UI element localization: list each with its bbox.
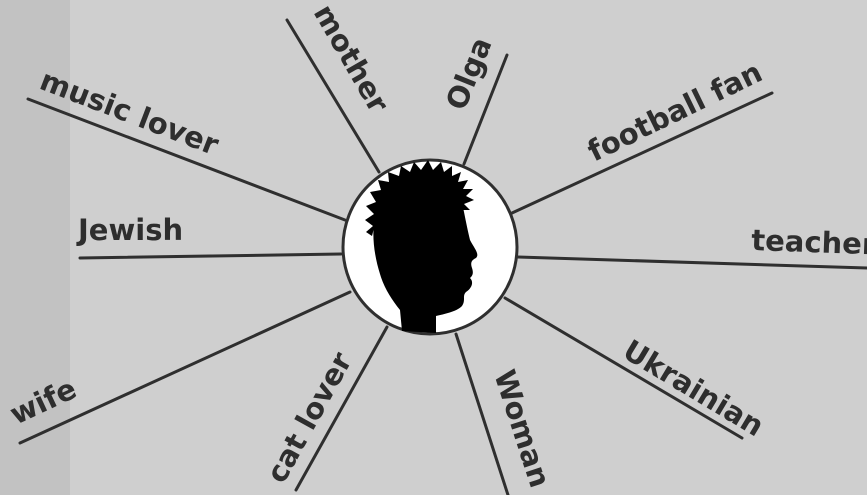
label-jewish: Jewish: [76, 213, 183, 247]
label-teacher: teacher: [751, 223, 867, 261]
spoke-jewish: [80, 254, 341, 258]
spoke-ukrainian: [505, 298, 742, 438]
label-mother: mother: [307, 0, 396, 119]
label-woman: Woman: [487, 366, 557, 492]
center-portrait: [343, 160, 517, 334]
label-football-fan: football fan: [582, 55, 767, 169]
label-ukrainian: Ukrainian: [617, 333, 769, 443]
